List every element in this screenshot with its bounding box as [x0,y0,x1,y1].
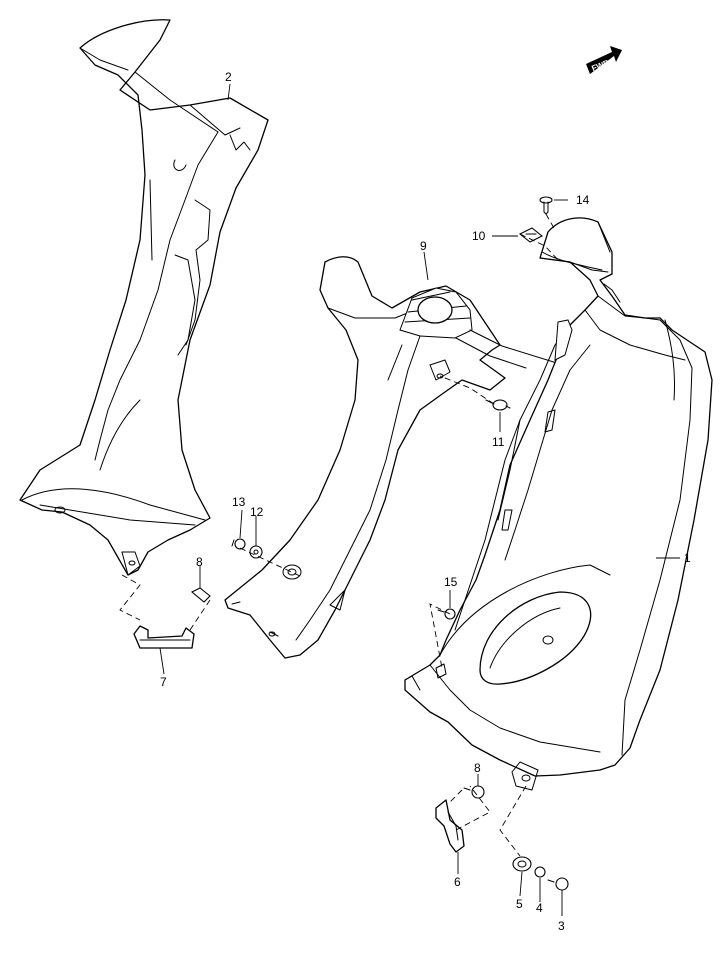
callout-labels: 2 9 14 10 11 1 13 12 8 7 15 8 6 5 4 3 [160,70,691,933]
part-7-bracket [133,625,195,649]
callout-8-right: 8 [474,761,481,775]
callout-7: 7 [160,675,167,689]
callout-12: 12 [250,505,264,519]
part-9-center-inner-cover [224,256,566,659]
callout-11: 11 [492,435,505,449]
part-3-bolt [547,877,569,891]
part-2-left-leg-cover [19,19,269,576]
callout-1: 1 [684,551,691,565]
callout-13: 13 [232,495,246,509]
callout-9: 9 [420,239,427,253]
part-5-grommet [512,856,532,872]
part-6-bracket [435,799,465,853]
callout-3: 3 [558,919,565,933]
callout-8-left: 8 [196,555,203,569]
part-14-screw [539,196,553,215]
callout-6: 6 [454,875,461,889]
callout-15: 15 [444,575,458,589]
callout-4: 4 [536,901,543,915]
forward-direction-arrow-icon: FWD [586,46,622,74]
callout-2: 2 [225,70,232,84]
callout-5: 5 [516,897,523,911]
callout-10: 10 [472,229,486,243]
part-12-washer [249,545,263,559]
part-1-front-leg-shield [404,217,713,791]
part-8-screw-right [463,785,485,799]
part-13-screw [231,538,246,550]
part-4-collar [534,866,546,878]
part-15-screw [437,608,456,620]
part-10-clip-nut [518,227,544,243]
callout-14: 14 [576,193,590,207]
part-8-screw-left [191,587,211,603]
part-11-screw [485,399,511,411]
assembly-lines [119,213,561,857]
leader-lines [159,83,680,916]
forward-direction-label: FWD [590,58,610,73]
